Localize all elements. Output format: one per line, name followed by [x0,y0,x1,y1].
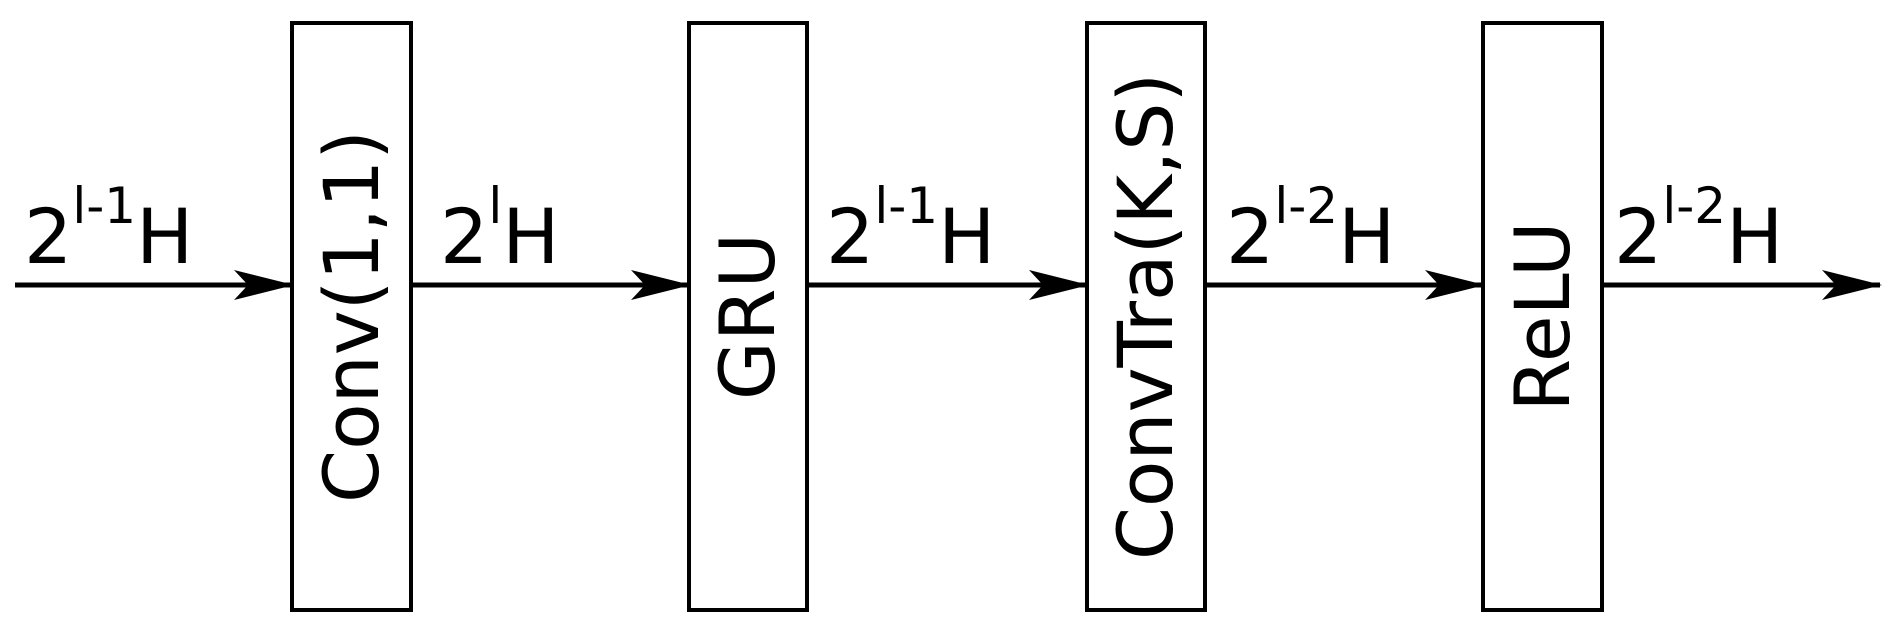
block-conv: Conv(1,1) [290,21,413,612]
block-convtra-label: ConvTra(K,S) [1101,73,1190,560]
edge-label-base: 2 [826,192,874,281]
edge-label-suffix: H [938,192,995,281]
edge-label-output: 2l-2H [1614,177,1783,281]
edge-label-suffix: H [502,192,559,281]
edge-label-exponent: l-2 [1274,177,1338,235]
block-gru: GRU [687,21,809,612]
edge-label-convtra-out: 2l-2H [1226,177,1395,281]
block-relu: ReLU [1481,21,1604,612]
edge-label-exponent: l [488,177,502,235]
block-relu-label: ReLU [1498,221,1587,411]
edge-label-suffix: H [1338,192,1395,281]
edge-label-exponent: l-1 [72,177,136,235]
block-conv-label: Conv(1,1) [307,130,396,503]
edge-label-exponent: l-1 [874,177,938,235]
block-gru-label: GRU [703,233,792,400]
edge-label-base: 2 [1614,192,1662,281]
edge-label-input: 2l-1H [24,177,193,281]
block-convtra: ConvTra(K,S) [1085,21,1207,612]
block-relu-box [1481,21,1604,612]
block-convtra-box [1085,21,1207,612]
edge-label-base: 2 [440,192,488,281]
block-gru-box [687,21,809,612]
edge-label-exponent: l-2 [1662,177,1726,235]
block-conv-box [290,21,413,612]
edge-label-gru-out: 2l-1H [826,177,995,281]
edge-label-conv-out: 2lH [440,177,559,281]
edge-label-base: 2 [24,192,72,281]
edge-label-suffix: H [136,192,193,281]
edge-label-base: 2 [1226,192,1274,281]
edge-label-suffix: H [1726,192,1783,281]
